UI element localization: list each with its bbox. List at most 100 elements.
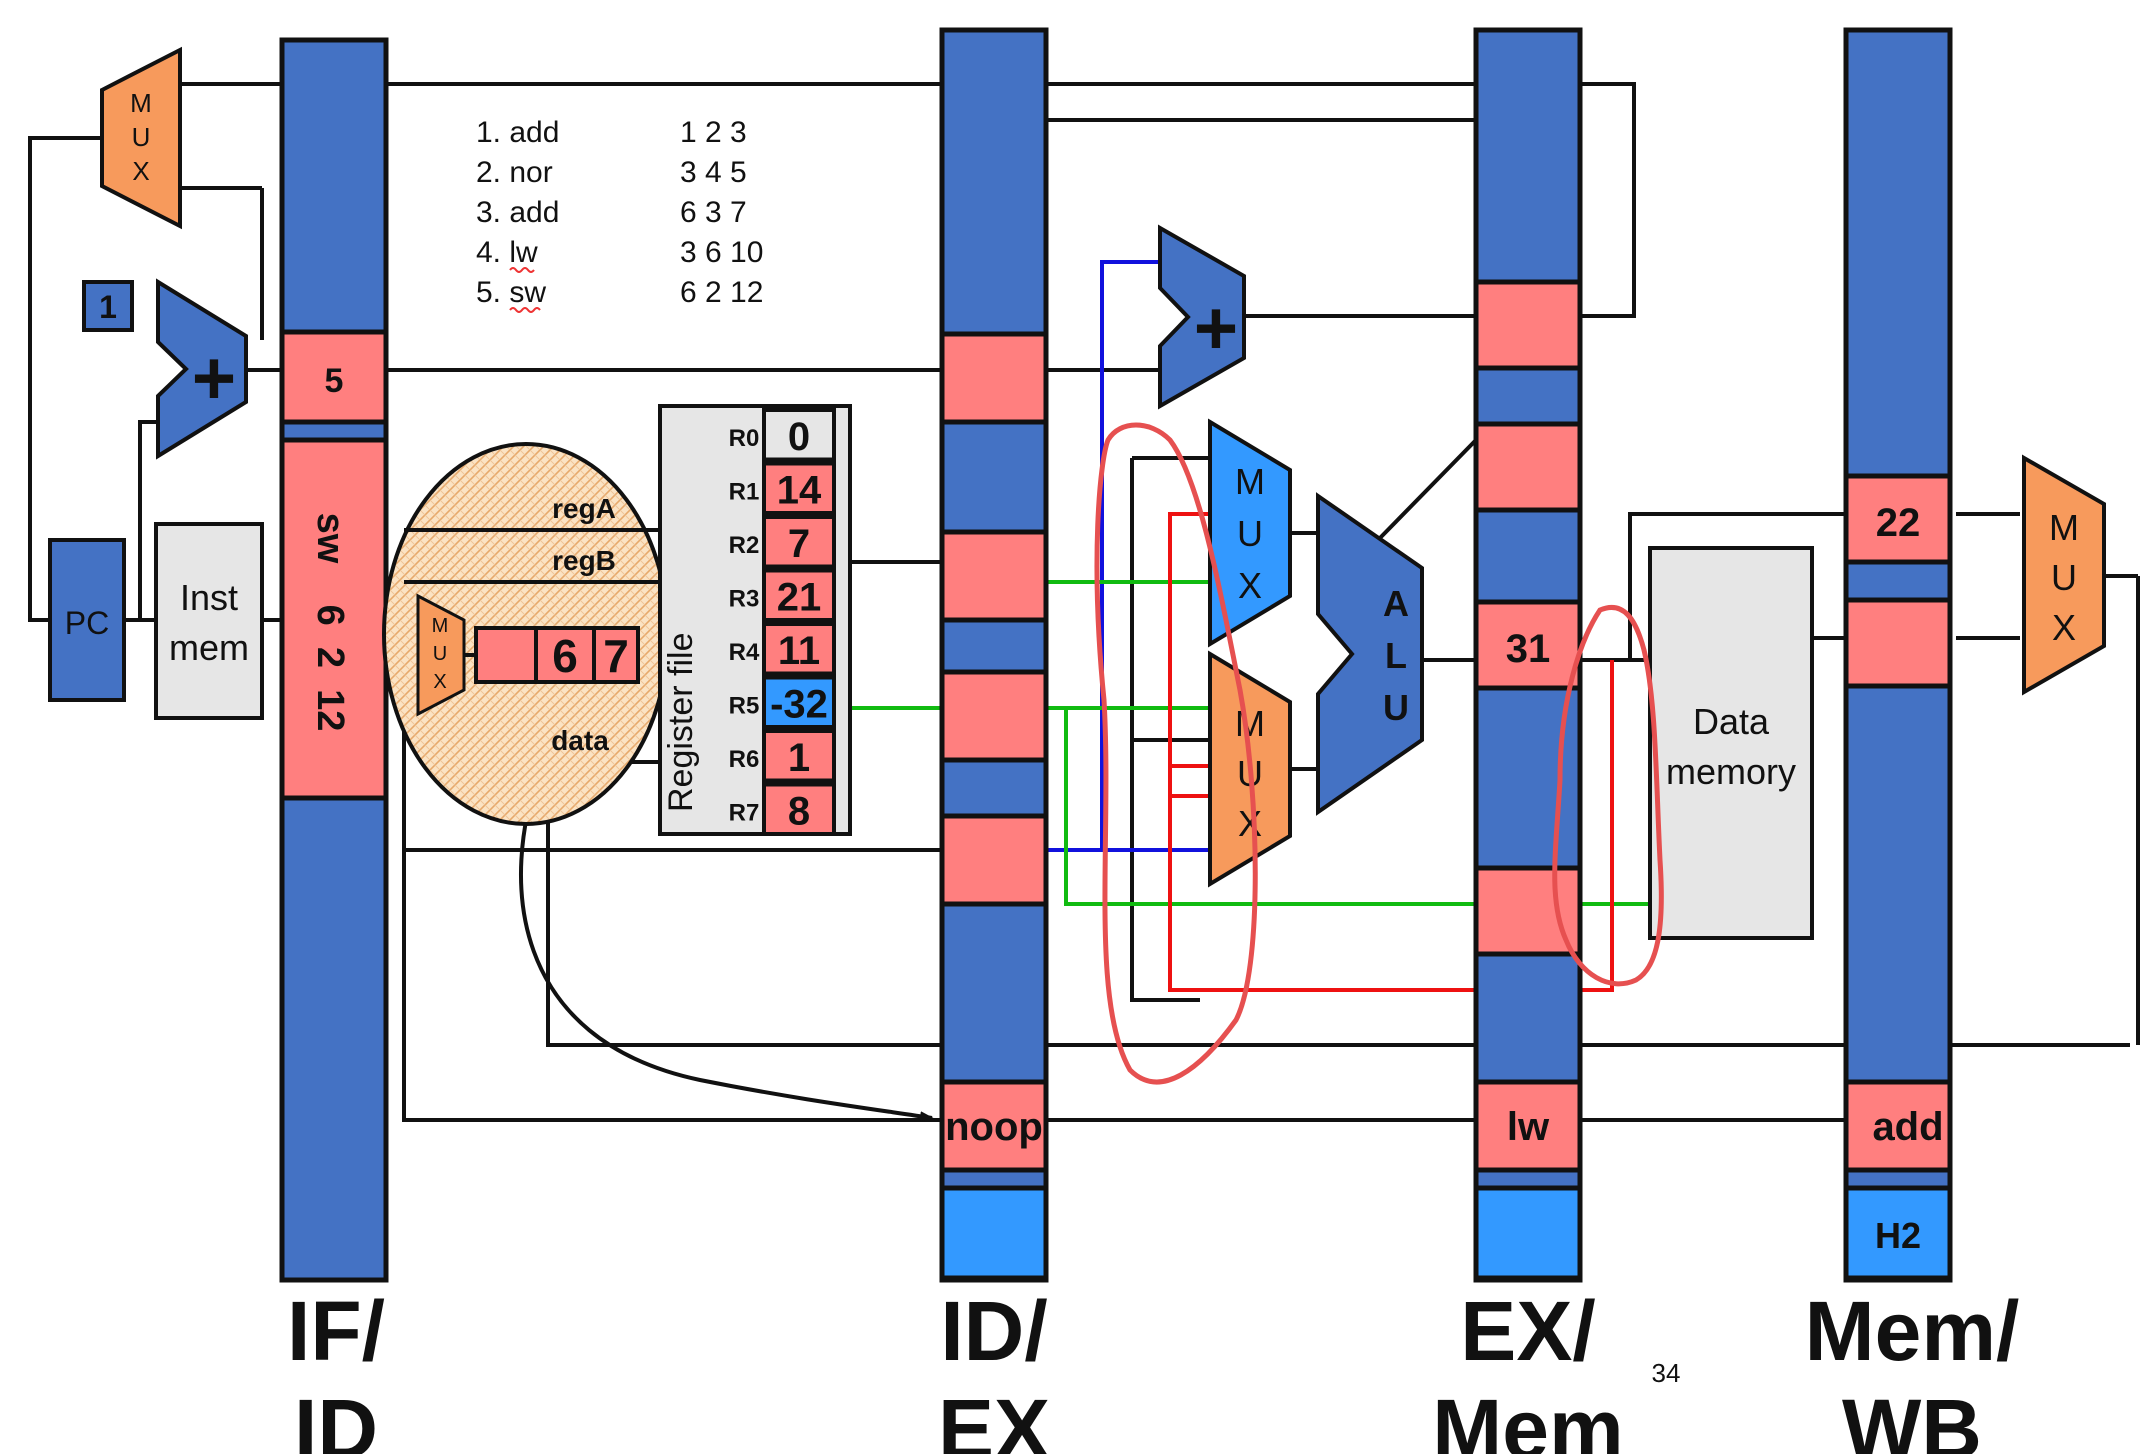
register-name: R2: [729, 532, 760, 559]
if-id-instr-op: sw: [309, 513, 351, 564]
register-row: R6 1: [729, 729, 836, 783]
register-name: R4: [729, 639, 760, 666]
colored-wires: [848, 260, 1650, 992]
program-op-5: 5. sw: [476, 276, 546, 309]
spellcheck-underline-lw: [509, 267, 535, 273]
register-value-box: [762, 515, 836, 569]
sel-field-empty: [474, 626, 538, 684]
stage-label-id-ex-top: ID/: [940, 1284, 1047, 1378]
decode-mux-letter-m: M: [432, 615, 449, 637]
if-id-register: [279, 37, 389, 1283]
register-name: R0: [729, 425, 760, 452]
if-mux-letter-m: M: [130, 88, 152, 118]
branch-adder-symbol: +: [1194, 286, 1238, 371]
register-value: 21: [777, 576, 822, 620]
sel-field-7-box: [592, 626, 640, 684]
wb-mux-letter-m: M: [2049, 507, 2079, 548]
decode-bubble: regA regB data M U X 6 7: [382, 442, 670, 826]
mem-wb-value: 22: [1876, 501, 1921, 545]
annotation-circle-ex: [1094, 422, 1258, 1085]
data-memory-line-2: memory: [1666, 751, 1796, 792]
program-listing: 1. add 2. nor 3. add 4. lw 5. sw 1 2 3 3…: [476, 116, 763, 313]
spellcheck-underline-sw: [509, 307, 541, 313]
ex-mem-opcode: lw: [1507, 1105, 1550, 1149]
register-row: R4 11: [729, 622, 836, 676]
register-value-box: [762, 408, 836, 462]
register-value: 0: [788, 415, 810, 459]
register-value-box: [762, 782, 836, 836]
alu-mux-top-letter-m: M: [1235, 461, 1265, 502]
alu-mux-bottom-letter-m: M: [1235, 703, 1265, 744]
alu-mux-top-letter-x: X: [1238, 565, 1262, 606]
id-ex-register: [939, 27, 1049, 1283]
decode-mux: M U X: [416, 593, 466, 717]
register-name: R7: [729, 800, 760, 827]
data-memory-line-1: Data: [1693, 701, 1770, 742]
forwarding-annotations: [1094, 422, 1664, 1085]
register-name: R6: [729, 746, 760, 773]
annotation-circle-mem: [1552, 605, 1664, 987]
stage-label-mem-wb-bottom: WB: [1842, 1382, 1982, 1454]
register-value: 14: [777, 469, 822, 513]
alu: A L U: [1316, 492, 1424, 816]
if-mux-letter-x: X: [132, 156, 149, 186]
sel-field-6-box: [534, 626, 596, 684]
program-op-2: 2. nor: [476, 156, 553, 189]
stage-label-mem-wb-top: Mem/: [1805, 1284, 2020, 1378]
wb-mux-letter-u: U: [2051, 557, 2077, 598]
data-label: data: [551, 725, 609, 756]
if-mux-letter-u: U: [132, 122, 151, 152]
pc-adder-symbol: +: [192, 336, 236, 421]
program-op-3: 3. add: [476, 196, 559, 229]
alu-mux-bottom-letter-x: X: [1238, 803, 1262, 844]
register-value-box: [762, 568, 836, 622]
stage-label-id-ex-bottom: EX: [938, 1382, 1050, 1454]
data-memory: Data memory: [1648, 546, 1814, 940]
pc-label: PC: [65, 605, 109, 641]
mem-wb-opcode: add: [1872, 1105, 1943, 1149]
program-args-3: 6 3 7: [680, 196, 747, 229]
program-args-5: 6 2 12: [680, 276, 763, 309]
const-one-box: 1: [82, 280, 134, 332]
register-row: R1 14: [729, 461, 836, 515]
sel-field-6: 6: [552, 630, 578, 682]
sel-field-7: 7: [603, 630, 629, 682]
mem-wb-hazard-tag: H2: [1875, 1215, 1921, 1256]
register-value: 1: [788, 736, 810, 780]
register-value: 8: [788, 790, 810, 834]
register-file-label: Register file: [662, 632, 700, 812]
if-mux: M U X: [100, 46, 182, 230]
inst-mem-line-1: Inst: [180, 577, 238, 618]
rega-label: regA: [552, 493, 616, 524]
register-name: R3: [729, 586, 760, 613]
mem-wb-register: [1843, 27, 1953, 1283]
pc-register: PC: [48, 538, 126, 702]
register-name: R1: [729, 479, 760, 506]
stage-label-ex-mem-top: EX/: [1460, 1284, 1595, 1378]
if-id-instr-args: 6 2 12: [309, 605, 351, 732]
register-value: 11: [778, 629, 820, 673]
wb-mux-letter-x: X: [2052, 607, 2076, 648]
decode-mux-letter-x: X: [433, 671, 446, 693]
stage-label-ex-mem-bottom: Mem: [1432, 1382, 1623, 1454]
if-id-pc-value: 5: [325, 362, 344, 400]
register-value-box: [762, 675, 836, 729]
register-row: R3 21: [729, 568, 836, 622]
register-value: -32: [770, 683, 828, 727]
inst-mem-line-2: mem: [169, 627, 249, 668]
register-value-box: [762, 461, 836, 515]
program-op-1: 1. add: [476, 116, 559, 149]
register-row: R0 0: [729, 408, 836, 462]
register-value-box: [762, 729, 836, 783]
pc-adder: +: [156, 278, 248, 460]
alu-letter-l: L: [1385, 635, 1407, 676]
program-args-2: 3 4 5: [680, 156, 747, 189]
alu-letter-a: A: [1383, 583, 1409, 624]
register-value-box: [762, 622, 836, 676]
stage-labels: IF/ ID ID/ EX EX/ Mem Mem/ WB: [287, 1284, 2019, 1454]
alu-letter-u: U: [1383, 687, 1409, 728]
stage-label-if-id-bottom: ID: [294, 1382, 378, 1454]
